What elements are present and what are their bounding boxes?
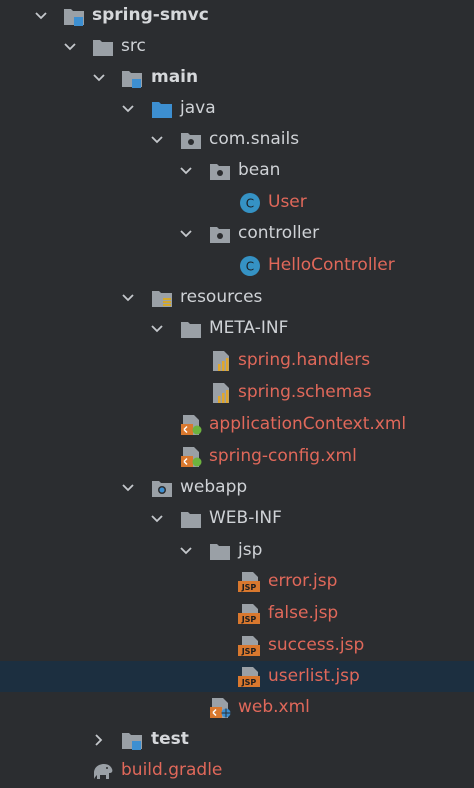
chevron-down-icon[interactable]: [178, 226, 194, 242]
tree-node-test[interactable]: test: [0, 724, 474, 755]
tree-node-spring-schemas[interactable]: spring.schemas: [0, 377, 474, 408]
svg-text:JSP: JSP: [241, 678, 257, 687]
class-icon: C: [240, 193, 260, 213]
tree-node-label: src: [121, 36, 146, 56]
tree-node-webapp[interactable]: webapp: [0, 472, 474, 503]
tree-node-label: User: [268, 192, 307, 212]
tree-node-error-jsp[interactable]: JSP error.jsp: [0, 566, 474, 597]
tree-node-java[interactable]: java: [0, 93, 474, 124]
package-icon: [210, 164, 230, 180]
tree-node-success-jsp[interactable]: JSP success.jsp: [0, 630, 474, 661]
module-folder-icon: [122, 733, 142, 750]
chevron-down-icon[interactable]: [178, 543, 194, 559]
package-icon: [210, 227, 230, 243]
tree-node-label: jsp: [238, 540, 263, 560]
resources-folder-icon: [152, 291, 172, 307]
spring-xml-file-icon: [181, 447, 202, 467]
web-xml-file-icon: [210, 698, 231, 718]
tree-node-spring-config-xml[interactable]: spring-config.xml: [0, 441, 474, 472]
svg-text:C: C: [246, 260, 254, 274]
chevron-down-icon[interactable]: [120, 290, 136, 306]
class-icon: C: [240, 256, 260, 276]
tree-node-web-inf[interactable]: WEB-INF: [0, 503, 474, 534]
tree-node-label: success.jsp: [268, 635, 365, 655]
tree-node-label: test: [151, 729, 189, 749]
tree-node-hellocontroller[interactable]: C HelloController: [0, 250, 474, 281]
jsp-file-icon: JSP: [238, 636, 260, 656]
module-folder-icon: [122, 71, 142, 88]
tree-node-applicationcontext-xml[interactable]: applicationContext.xml: [0, 409, 474, 440]
tree-node-label: resources: [180, 287, 263, 307]
tree-node-bean[interactable]: bean: [0, 155, 474, 186]
source-folder-icon: [152, 102, 172, 118]
tree-node-label: spring-config.xml: [209, 446, 357, 466]
chevron-down-icon[interactable]: [149, 321, 165, 337]
tree-node-label: main: [151, 67, 199, 87]
tree-node-label: spring.schemas: [238, 382, 372, 402]
gradle-elephant-icon: [94, 764, 113, 779]
tree-node-label: HelloController: [268, 255, 395, 275]
tree-node-jsp-folder[interactable]: jsp: [0, 535, 474, 566]
tree-node-label: applicationContext.xml: [209, 414, 407, 434]
tree-node-userlist-jsp[interactable]: JSP userlist.jsp: [0, 661, 474, 692]
tree-node-controller[interactable]: controller: [0, 218, 474, 249]
chevron-down-icon[interactable]: [33, 8, 49, 24]
chevron-down-icon[interactable]: [120, 480, 136, 496]
tree-node-label: bean: [238, 160, 281, 180]
tree-node-label: java: [180, 98, 216, 118]
folder-icon: [210, 544, 230, 560]
chevron-down-icon[interactable]: [149, 132, 165, 148]
tree-node-label: userlist.jsp: [268, 666, 360, 686]
chevron-down-icon[interactable]: [149, 511, 165, 527]
chevron-down-icon[interactable]: [91, 70, 107, 86]
chevron-down-icon[interactable]: [178, 163, 194, 179]
chevron-down-icon[interactable]: [120, 101, 136, 117]
tree-node-false-jsp[interactable]: JSP false.jsp: [0, 598, 474, 629]
jsp-file-icon: JSP: [238, 604, 260, 624]
folder-icon: [181, 512, 201, 528]
tree-node-label: META-INF: [209, 318, 289, 338]
tree-node-src[interactable]: src: [0, 31, 474, 62]
web-folder-icon: [152, 481, 172, 497]
tree-node-resources[interactable]: resources: [0, 282, 474, 313]
svg-text:JSP: JSP: [241, 647, 257, 656]
tree-node-label: WEB-INF: [209, 508, 282, 528]
spring-xml-file-icon: [181, 415, 202, 435]
tree-node-label: webapp: [180, 477, 248, 497]
tree-node-label: build.gradle: [121, 760, 223, 780]
tree-node-label: web.xml: [238, 697, 310, 717]
chevron-down-icon[interactable]: [62, 39, 78, 55]
properties-file-icon: [213, 351, 229, 371]
tree-node-spring-smvc[interactable]: spring-smvc: [0, 0, 474, 31]
tree-node-meta-inf[interactable]: META-INF: [0, 313, 474, 344]
svg-text:C: C: [246, 197, 254, 211]
jsp-file-icon: JSP: [238, 572, 260, 592]
tree-node-web-xml[interactable]: web.xml: [0, 692, 474, 723]
folder-icon: [181, 322, 201, 338]
tree-node-main[interactable]: main: [0, 62, 474, 93]
module-folder-icon: [64, 9, 84, 26]
tree-node-label: spring-smvc: [92, 5, 209, 25]
svg-text:JSP: JSP: [241, 583, 257, 592]
tree-node-label: error.jsp: [268, 571, 338, 591]
tree-node-com-snails[interactable]: com.snails: [0, 124, 474, 155]
tree-node-label: spring.handlers: [238, 350, 371, 370]
svg-text:JSP: JSP: [241, 615, 257, 624]
chevron-right-icon[interactable]: [91, 732, 107, 748]
package-icon: [181, 133, 201, 149]
jsp-file-icon: JSP: [238, 667, 260, 687]
tree-node-spring-handlers[interactable]: spring.handlers: [0, 345, 474, 376]
properties-file-icon: [213, 383, 229, 403]
tree-node-build-gradle[interactable]: build.gradle: [0, 755, 474, 786]
tree-node-user[interactable]: C User: [0, 187, 474, 218]
folder-icon: [93, 40, 113, 56]
tree-node-label: com.snails: [209, 129, 300, 149]
tree-node-label: controller: [238, 223, 320, 243]
tree-node-label: false.jsp: [268, 603, 339, 623]
